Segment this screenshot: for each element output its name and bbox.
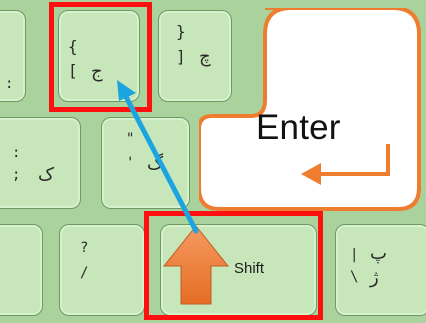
left-bracket-highlight [49, 2, 152, 112]
shift-highlight [144, 211, 323, 320]
semicolon-bottom-symbol: ; [12, 167, 21, 183]
quote-key[interactable]: " ' گ [101, 117, 190, 209]
right-bracket-key[interactable]: } ] چ [158, 10, 232, 102]
partial-key-top-left[interactable]: : [0, 10, 26, 102]
backslash-arabic-top-letter: پ [370, 243, 387, 264]
backslash-top-symbol: | [350, 247, 359, 263]
slash-key[interactable]: ? / [59, 224, 145, 316]
backslash-key[interactable]: | \ پ ژ [335, 224, 426, 316]
slash-top-symbol: ? [80, 240, 89, 256]
partial-key-glyph: : [5, 76, 14, 92]
quote-bottom-symbol: ' [126, 155, 135, 171]
quote-top-symbol: " [126, 131, 135, 147]
right-bracket-bottom-symbol: ] [176, 47, 186, 66]
slash-bottom-symbol: / [80, 265, 89, 281]
right-bracket-arabic-letter: چ [199, 46, 211, 67]
semicolon-top-symbol: : [12, 145, 21, 161]
quote-arabic-letter: گ [147, 153, 164, 174]
shift-label: Shift [234, 260, 265, 277]
right-bracket-top-symbol: } [176, 22, 186, 41]
backslash-arabic-bottom-letter: ژ [370, 267, 379, 288]
backslash-bottom-symbol: \ [350, 269, 359, 285]
bottom-left-partial-key[interactable] [0, 224, 43, 316]
semicolon-arabic-letter: ک [38, 164, 55, 185]
semicolon-key[interactable]: : ; ک [0, 117, 81, 209]
enter-label: Enter [256, 108, 341, 147]
